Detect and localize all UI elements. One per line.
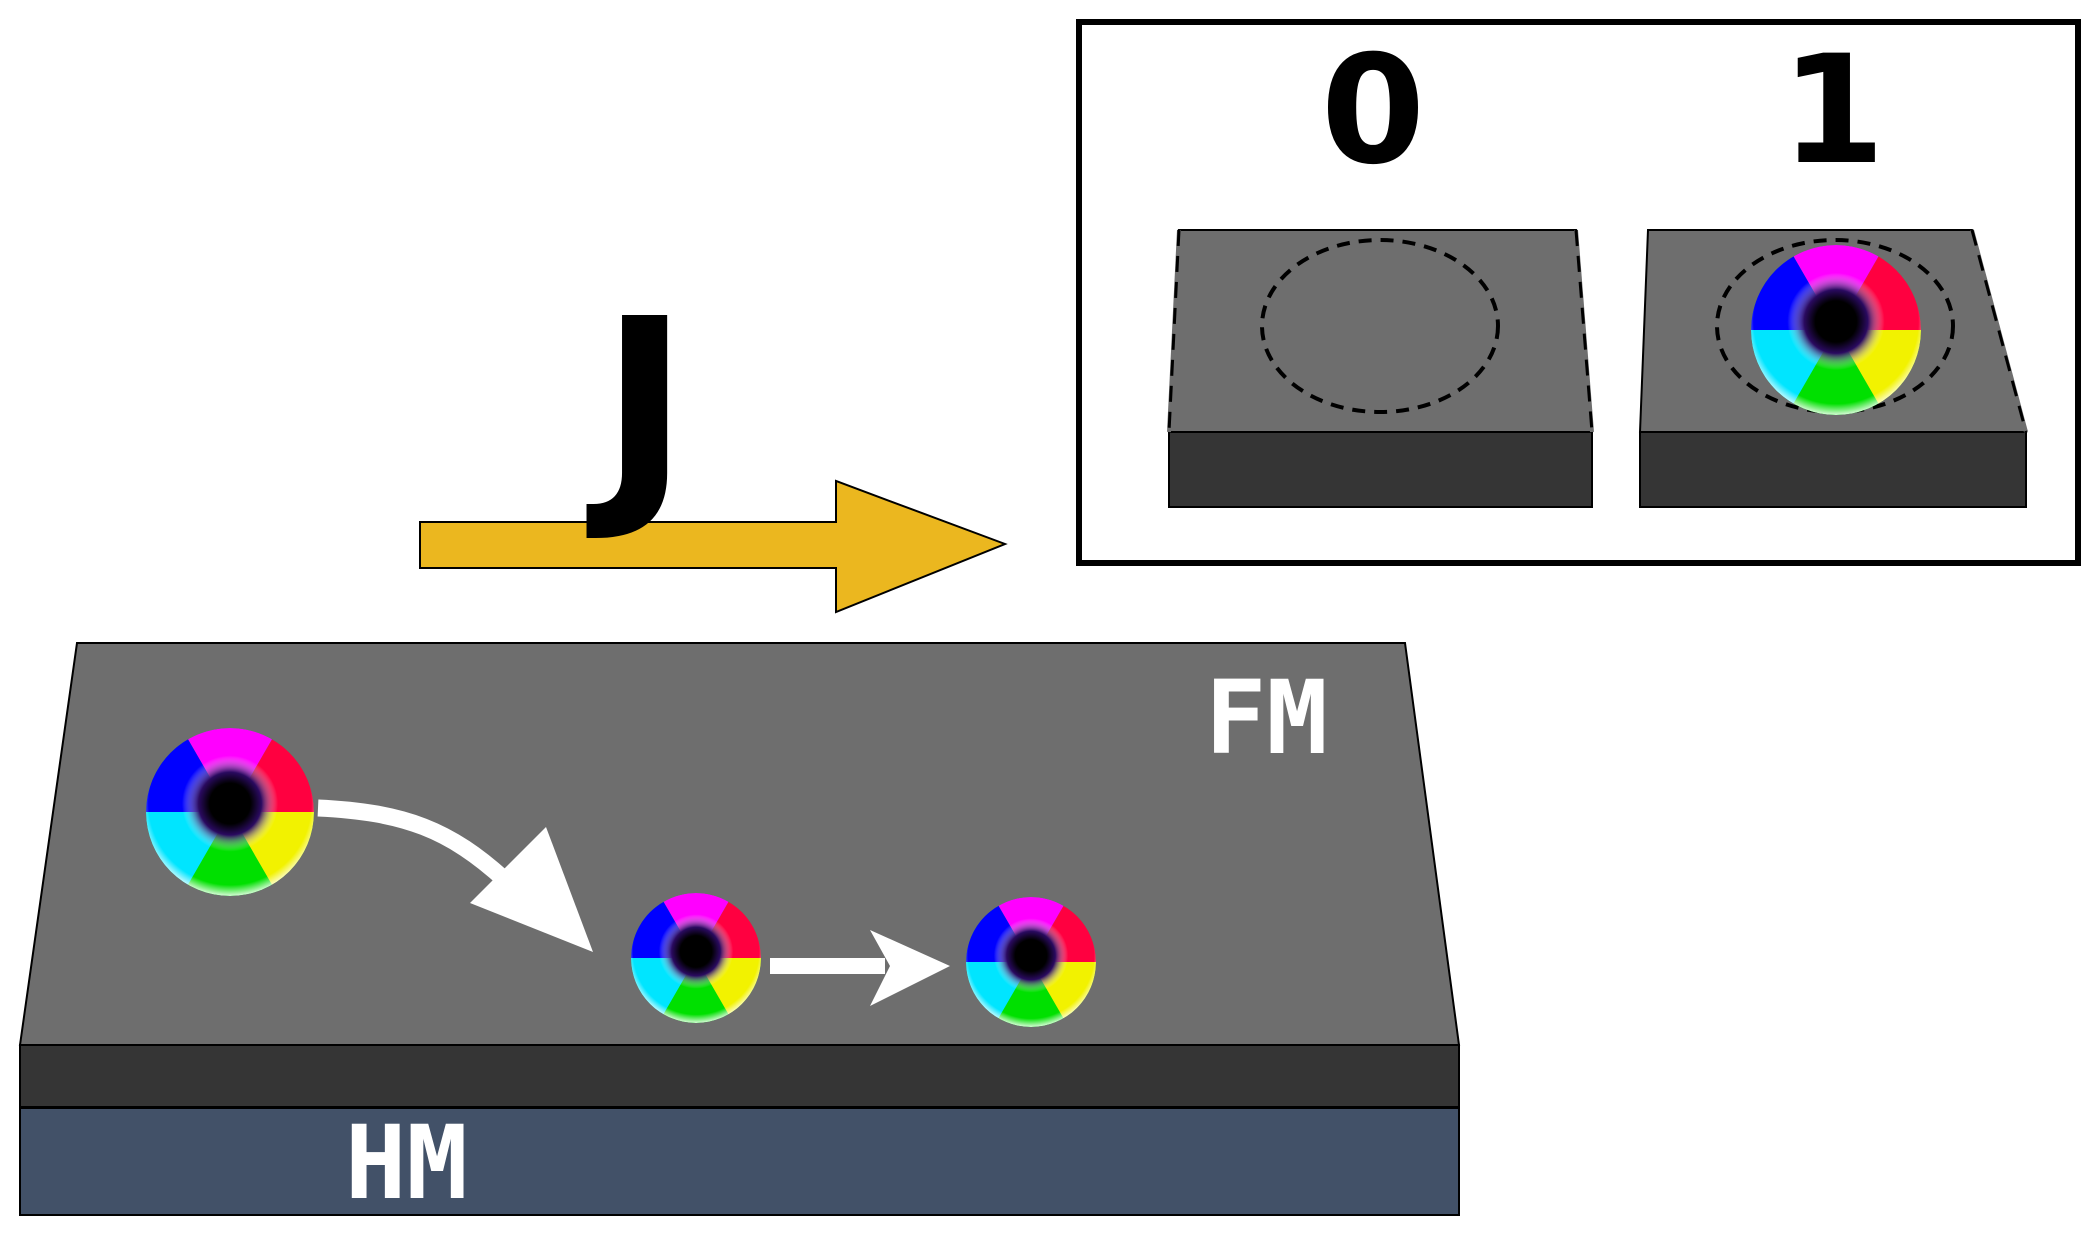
empty-site-icon xyxy=(1260,238,1500,414)
bit-zero-block-top xyxy=(1167,229,1594,433)
bit-zero-dashed-edge xyxy=(1167,229,1181,433)
fm-label: FM xyxy=(1205,659,1328,778)
hm-layer xyxy=(19,1107,1460,1216)
skyrmion-icon xyxy=(146,728,314,896)
bit-one-dashed-edge xyxy=(1970,229,2028,433)
bit-zero-block-side xyxy=(1168,431,1593,508)
fm-layer-side xyxy=(19,1044,1460,1108)
skyrmion-icon xyxy=(631,893,761,1023)
bit-zero-label: 0 xyxy=(1321,24,1425,198)
curved-arrow-head-icon xyxy=(470,827,593,952)
bit-one-label: 1 xyxy=(1781,24,1885,198)
hm-label: HM xyxy=(345,1104,468,1223)
straight-arrow-shaft xyxy=(770,958,885,974)
current-arrow-icon xyxy=(419,479,1008,614)
current-label: J xyxy=(586,267,689,547)
skyrmion-icon xyxy=(1751,245,1921,415)
skyrmion-icon xyxy=(966,897,1096,1027)
curved-arrow-icon xyxy=(317,799,511,887)
bit-zero-dashed-edge xyxy=(1574,229,1594,433)
bit-one-block-side xyxy=(1639,431,2027,508)
straight-arrow-head-icon xyxy=(870,930,950,1006)
fm-layer-top xyxy=(18,642,1461,1046)
